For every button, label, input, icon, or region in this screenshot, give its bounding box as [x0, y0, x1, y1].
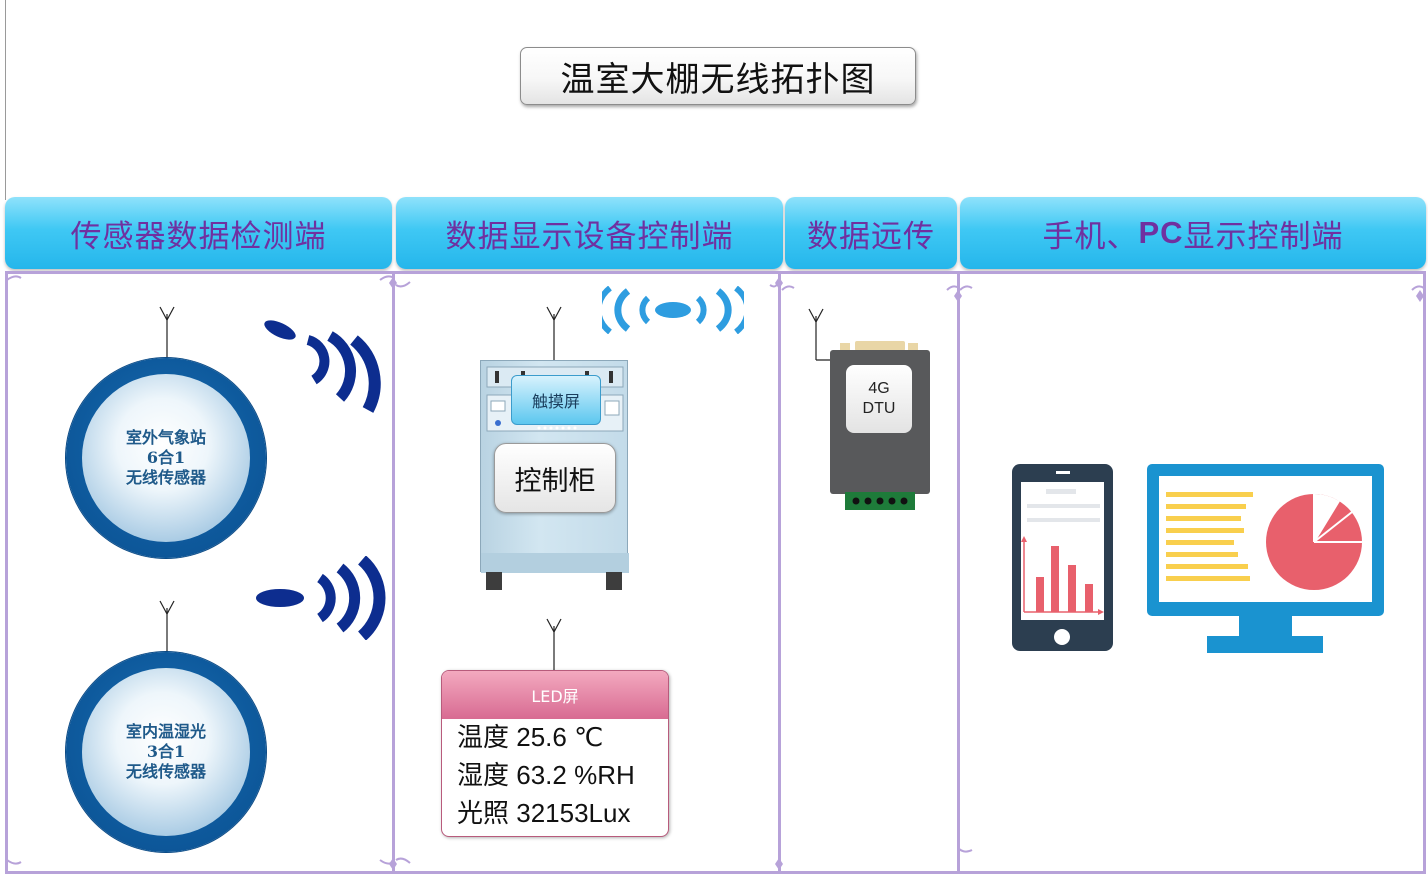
led-row-label: 温度 — [457, 723, 510, 753]
panel-mobile-pc — [957, 271, 1426, 874]
cabinet-foot — [486, 572, 502, 590]
dtu-ear — [840, 343, 850, 351]
column-header-display-control: 数据显示设备控制端 — [396, 197, 783, 269]
smartphone-icon — [1012, 464, 1113, 651]
column-header-remote: 数据远传 — [785, 197, 957, 269]
sensor-line: 3合1 — [146, 742, 186, 761]
indoor-thl-sensor: 室内温湿光 3合1 无线传感器 — [66, 652, 266, 852]
cabinet-foot — [606, 572, 622, 590]
page-title: 温室大棚无线拓扑图 — [520, 47, 916, 105]
wireless-signal-icon — [264, 320, 381, 413]
monitor-icon — [1147, 464, 1384, 653]
led-row-value: 25.6 ℃ — [516, 722, 604, 752]
sensor-line: 室外气象站 — [125, 428, 206, 447]
led-row-value: 63.2 %RH — [516, 760, 635, 790]
dtu-device: 4G DTU — [830, 350, 930, 494]
led-row-humidity: 湿度 63.2 %RH — [442, 757, 668, 795]
outdoor-weather-sensor: 室外气象站 6合1 无线传感器 — [66, 358, 266, 558]
column-header-label-bold: PC — [1138, 215, 1184, 250]
led-row-label: 光照 — [457, 799, 510, 829]
left-edge-line — [5, 0, 6, 200]
led-row-light: 光照 32153Lux — [442, 795, 668, 833]
dtu-label-line: DTU — [862, 400, 896, 417]
column-header-label-suffix: 显示控制端 — [1183, 218, 1344, 255]
touch-screen: 触摸屏 — [511, 375, 601, 425]
antenna-icon — [546, 306, 562, 360]
antenna-icon — [546, 618, 562, 672]
column-header-label-prefix: 手机、 — [1042, 218, 1139, 255]
led-screen: LED屏 温度 25.6 ℃ 湿度 63.2 %RH 光照 32153Lux — [441, 670, 669, 837]
antenna-icon — [159, 306, 175, 360]
dtu-terminal-block — [845, 492, 915, 510]
led-row-temperature: 温度 25.6 ℃ — [442, 719, 668, 757]
sensor-line: 6合1 — [146, 448, 186, 467]
column-header-sensors: 传感器数据检测端 — [5, 197, 392, 269]
led-screen-header: LED屏 — [442, 671, 668, 719]
sensor-face: 室外气象站 6合1 无线传感器 — [82, 374, 250, 542]
wireless-signal-icon — [256, 556, 386, 640]
column-header-label: 数据远传 — [807, 218, 935, 255]
led-row-label: 湿度 — [457, 761, 510, 791]
control-cabinet: 触摸屏 控制柜 — [480, 360, 629, 573]
antenna-icon — [159, 600, 175, 654]
touch-screen-label: 触摸屏 — [531, 392, 580, 411]
led-row-value: 32153Lux — [516, 798, 631, 828]
column-header-label: 数据显示设备控制端 — [445, 218, 734, 255]
column-header-label: 传感器数据检测端 — [70, 218, 327, 255]
sensor-line: 无线传感器 — [125, 762, 206, 781]
sensor-face: 室内温湿光 3合1 无线传感器 — [82, 668, 250, 836]
dtu-connector — [855, 341, 905, 351]
dtu-label-plate: 4G DTU — [846, 365, 912, 433]
dtu-ear — [908, 343, 918, 351]
dtu-label-line: 4G — [868, 380, 890, 397]
cabinet-label: 控制柜 — [514, 465, 596, 497]
cabinet-label-plate: 控制柜 — [494, 443, 616, 513]
sensor-line: 无线传感器 — [125, 468, 206, 487]
wireless-signal-icon — [602, 286, 744, 334]
sensor-line: 室内温湿光 — [125, 722, 206, 741]
